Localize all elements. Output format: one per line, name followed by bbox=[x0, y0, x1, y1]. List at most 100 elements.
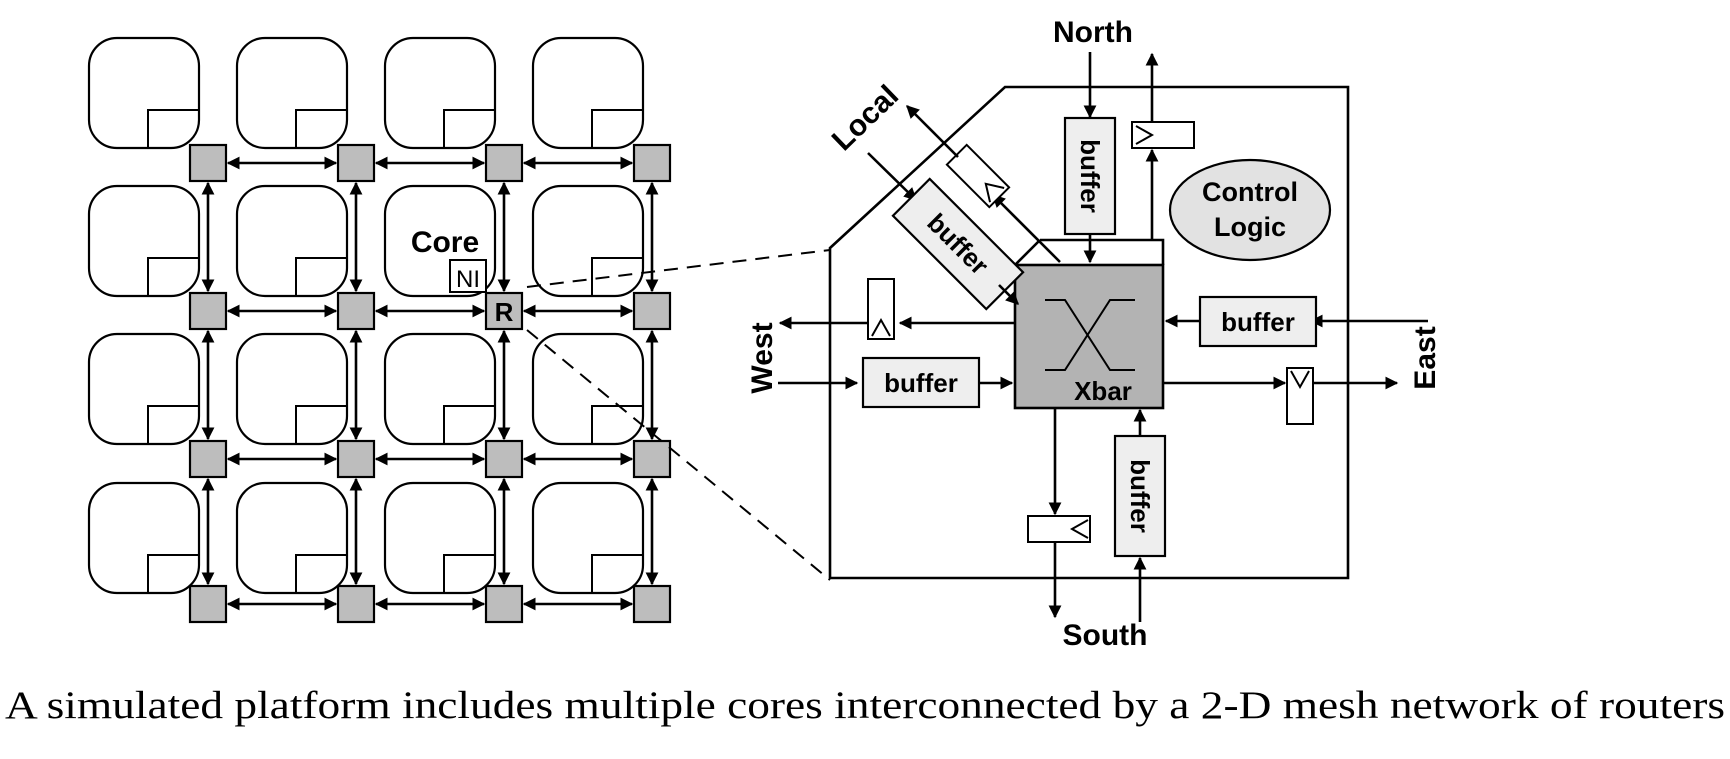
core bbox=[87, 184, 201, 298]
core bbox=[235, 36, 349, 150]
west-buffer bbox=[861, 356, 981, 409]
network-interface bbox=[147, 554, 199, 593]
west-output-latch bbox=[867, 278, 895, 340]
north-buffer bbox=[1063, 116, 1117, 236]
crossbar-path-b bbox=[1045, 299, 1135, 371]
network-interface bbox=[443, 405, 495, 444]
network-interface bbox=[591, 109, 643, 148]
east-buffer-label: buffer bbox=[1221, 307, 1295, 337]
router-detail: Xbar Control Logic North buffer buffer S… bbox=[746, 16, 1442, 652]
core-tile bbox=[87, 184, 201, 298]
core bbox=[87, 481, 201, 595]
crossbar-bevel bbox=[1014, 239, 1041, 266]
mesh-network: R Core NI bbox=[87, 36, 831, 624]
mesh-routers: R bbox=[188, 143, 672, 624]
network-interface bbox=[147, 257, 199, 296]
router-node bbox=[336, 143, 376, 183]
south-buffer-label: buffer bbox=[1125, 459, 1155, 533]
router-node bbox=[632, 143, 672, 183]
north-buffer-label: buffer bbox=[1075, 139, 1105, 213]
control-logic-line-1: Control bbox=[1202, 177, 1298, 207]
network-interface-box bbox=[449, 259, 487, 293]
router-node bbox=[336, 439, 376, 479]
router-node bbox=[484, 291, 524, 331]
port-label-north: North bbox=[1053, 16, 1133, 49]
core-tile bbox=[235, 332, 349, 446]
port-label-local: Local bbox=[826, 79, 905, 157]
core bbox=[531, 36, 645, 150]
router-node bbox=[336, 291, 376, 331]
core-tile bbox=[531, 36, 645, 150]
core-tile bbox=[235, 36, 349, 150]
network-interface-label: NI bbox=[456, 266, 480, 293]
crossbar bbox=[1013, 263, 1165, 410]
core bbox=[531, 481, 645, 595]
mesh-links bbox=[201, 156, 659, 611]
local-input-arrow bbox=[867, 152, 917, 201]
control-logic-line-2: Logic bbox=[1214, 212, 1286, 242]
north-latch-clock bbox=[1135, 125, 1155, 145]
network-interface bbox=[443, 554, 495, 593]
crossbar-bevel-top bbox=[1040, 238, 1165, 265]
router-node bbox=[484, 584, 524, 624]
core-tile bbox=[531, 481, 645, 595]
west-buffer-label: buffer bbox=[884, 368, 958, 398]
local-latch-clock bbox=[984, 182, 1005, 203]
north-output-latch bbox=[1131, 121, 1195, 149]
control-logic bbox=[1168, 158, 1332, 262]
east-buffer bbox=[1198, 295, 1318, 348]
core bbox=[531, 184, 645, 298]
network-interface bbox=[591, 554, 643, 593]
router-node bbox=[484, 143, 524, 183]
core-tile bbox=[235, 184, 349, 298]
router-label: R bbox=[495, 297, 514, 327]
router-node bbox=[336, 584, 376, 624]
network-interface bbox=[295, 109, 347, 148]
local-buffer-to-xbar-arrow bbox=[998, 284, 1019, 305]
south-output-latch bbox=[1027, 515, 1091, 543]
core-tile bbox=[87, 332, 201, 446]
east-output-latch bbox=[1286, 367, 1314, 425]
network-interface bbox=[295, 554, 347, 593]
router-node bbox=[484, 439, 524, 479]
zoom-line-bottom bbox=[526, 329, 831, 581]
port-label-west: West bbox=[746, 322, 779, 393]
network-interface bbox=[591, 257, 643, 296]
core bbox=[235, 184, 349, 298]
network-interface bbox=[147, 405, 199, 444]
router-node bbox=[188, 584, 228, 624]
router-node bbox=[188, 291, 228, 331]
core bbox=[383, 481, 497, 595]
local-output-arrow bbox=[906, 105, 959, 158]
core-tile bbox=[87, 481, 201, 595]
network-interface bbox=[591, 405, 643, 444]
south-latch-clock bbox=[1069, 519, 1089, 539]
core bbox=[235, 481, 349, 595]
port-label-east: East bbox=[1409, 326, 1442, 389]
core-tile bbox=[531, 184, 645, 298]
core-tile bbox=[383, 481, 497, 595]
core-tile bbox=[383, 332, 497, 446]
core bbox=[383, 332, 497, 446]
network-interface bbox=[295, 257, 347, 296]
router-node bbox=[188, 439, 228, 479]
core bbox=[235, 332, 349, 446]
core-label: Core bbox=[411, 226, 479, 259]
core-tile bbox=[531, 332, 645, 446]
south-buffer bbox=[1113, 434, 1167, 558]
west-latch-clock bbox=[871, 317, 891, 337]
port-label-south: South bbox=[1063, 619, 1148, 652]
figure-caption: A simulated platform includes multiple c… bbox=[5, 684, 1725, 727]
network-interface bbox=[147, 109, 199, 148]
core bbox=[87, 332, 201, 446]
core-tile bbox=[383, 36, 497, 150]
core bbox=[531, 332, 645, 446]
core-tile bbox=[235, 481, 349, 595]
xbar-to-local-latch-arrow bbox=[992, 194, 1061, 263]
core bbox=[383, 36, 497, 150]
network-interface bbox=[443, 109, 495, 148]
router-outline bbox=[828, 85, 1350, 580]
east-latch-clock bbox=[1290, 370, 1310, 390]
crossbar-label: Xbar bbox=[1074, 376, 1132, 406]
